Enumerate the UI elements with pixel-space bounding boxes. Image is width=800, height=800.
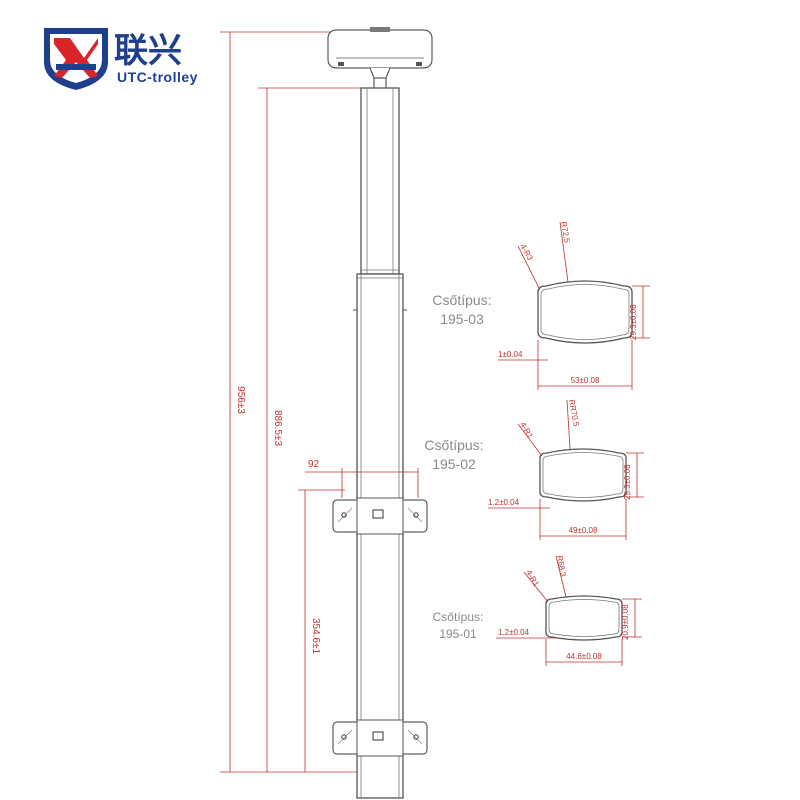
profile-type-label: Csőtípus: (424, 437, 483, 453)
brand-logo: 联兴 UTC-trolley (44, 28, 198, 90)
wall-thickness-label: 1.2±0.04 (498, 628, 530, 637)
wall-thickness-label: 1±0.04 (498, 350, 523, 359)
dimension-clamp-spacing: 354.6±1 (298, 489, 345, 772)
arc-radius-label: R68.3 (555, 555, 568, 578)
inner-tube (360, 87, 400, 275)
corner-radius-label: 4-R1 (518, 421, 535, 441)
profile-type-label: Csőtípus: (432, 292, 491, 308)
dimension-tube-height: 886.5±3 (258, 87, 361, 772)
clamp-spacing-label: 354.6±1 (310, 618, 321, 655)
dimension-clamp-width: 92 (305, 459, 419, 498)
tube-height-label: 886.5±3 (272, 410, 283, 447)
corner-radius-label: 4-R1 (524, 569, 541, 589)
width-label: 44.6±0.08 (566, 652, 602, 661)
profile-type-code: 195-02 (432, 456, 476, 472)
outer-tube (353, 273, 407, 799)
height-label: 25.3±0.08 (623, 464, 632, 500)
profile-type-code: 195-01 (439, 627, 477, 641)
corner-radius-label: 4-R3 (518, 243, 535, 263)
clamp-width-label: 92 (308, 459, 320, 470)
height-label: 20.9±0.08 (621, 604, 630, 640)
width-label: 49±0.08 (569, 526, 598, 535)
arc-radius-label: RR70.5 (567, 399, 581, 428)
profile-195-02: Csőtípus: 195-02 4-R1 RR70.5 25.3±0.08 4… (424, 399, 644, 540)
total-height-label: 956±3 (235, 386, 246, 414)
profile-type-label: Csőtípus: (433, 610, 484, 624)
brand-name-cn: 联兴 (114, 31, 182, 71)
width-label: 53±0.08 (571, 376, 600, 385)
wall-thickness-label: 1.2±0.04 (488, 498, 520, 507)
profile-195-01: Csőtípus: 195-01 4-R1 R68.3 20.9±0.08 44… (433, 555, 642, 666)
profile-type-code: 195-03 (440, 311, 484, 327)
lower-clamp (332, 719, 428, 757)
brand-name-en: UTC-trolley (117, 69, 198, 85)
trolley-handle (327, 27, 433, 89)
upper-clamp (332, 497, 428, 535)
profile-195-03: Csőtípus: 195-03 4-R3 R72.5 29.3±0.08 53… (432, 221, 650, 390)
arc-radius-label: R72.5 (559, 221, 572, 244)
dimension-total-height: 956±3 (220, 31, 357, 773)
height-label: 29.3±0.08 (629, 304, 638, 340)
